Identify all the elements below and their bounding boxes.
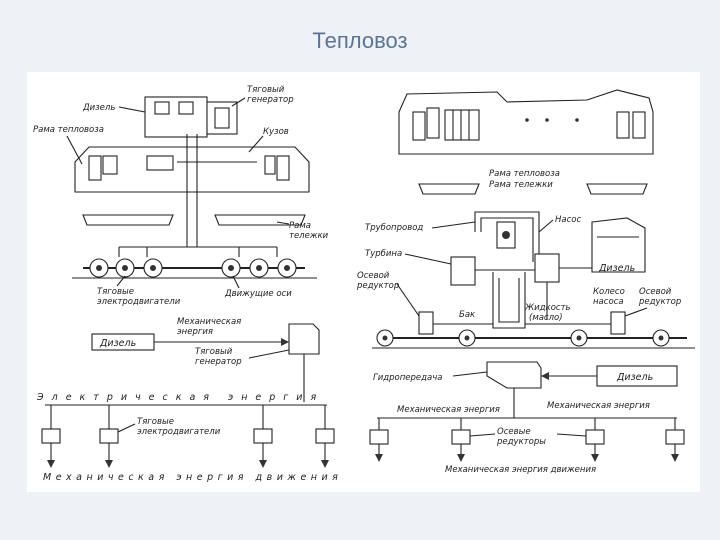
right-scheme-mech-energy-left: Механическая энергия (397, 405, 500, 415)
left-scheme-diesel: Дизель (99, 338, 136, 349)
label-wheel-1: Колесо (593, 287, 625, 297)
left-locomotive-body (74, 146, 310, 193)
left-traction-motors-wheels (72, 258, 317, 279)
label-axle-reducer-r-1: Осевой (639, 287, 672, 297)
label-bogie-frame-1: Рама (289, 221, 311, 231)
left-scheme-traction-motors-2: электродвигатели (137, 427, 221, 437)
right-hydro-system (450, 211, 646, 329)
label-pipeline: Трубопровод (365, 223, 423, 233)
left-diesel-engine (144, 96, 208, 138)
label-tank: Бак (459, 310, 476, 320)
right-scheme-axle-reducers-1: Осевые (497, 427, 531, 437)
left-bogie-frames (82, 214, 306, 226)
label-r-bogie-frame: Рама тележки (489, 180, 553, 190)
right-scheme-hydro-box (486, 361, 542, 389)
left-scheme-generator-1: Тяговый (195, 347, 233, 357)
right-scheme-diesel: Дизель (616, 372, 653, 383)
label-pump: Насос (555, 215, 581, 225)
label-fluid-1: Жидкость (524, 303, 571, 313)
label-driving-axles: Движущие оси (224, 289, 292, 299)
label-wheel-2: насоса (593, 297, 624, 307)
right-scheme-reducer-branches (369, 418, 685, 462)
label-locomotive-frame: Рама тепловоза (33, 125, 104, 135)
left-traction-generator (206, 101, 238, 135)
label-traction-motors-2: электродвигатели (97, 297, 181, 307)
label-diesel: Дизель (82, 103, 115, 113)
right-locomotive-body (398, 89, 654, 155)
label-axle-reducer-r-2: редуктор (638, 297, 681, 307)
label-bogie-frame-2: тележки (289, 231, 329, 241)
label-traction-motors-1: Тяговые (97, 287, 134, 297)
slide-title: Тепловоз (312, 28, 408, 53)
label-fluid-2: (масло) (529, 313, 563, 323)
label-traction-generator-2: генератор (247, 95, 294, 105)
right-scheme-hydro-transmission: Гидропередача (373, 373, 442, 383)
left-scheme-generator-2: генератор (195, 357, 242, 367)
right-scheme-mech-energy-right: Механическая энергия (547, 401, 650, 411)
label-body: Кузов (263, 127, 289, 137)
label-axle-reducer-1: Осевой (357, 271, 390, 281)
left-wiring (118, 134, 278, 257)
left-scheme-motion-energy: Механическая энергия движения (43, 472, 342, 483)
label-r-diesel: Дизель (598, 263, 635, 274)
right-bogie-frames (418, 183, 648, 195)
left-scheme-electric-energy: Электрическая энергия (36, 392, 324, 403)
locomotive-diagram: Дизель Тяговый генератор Рама тепловоза … (33, 85, 695, 483)
locomotive-figure: Дизель Тяговый генератор Рама тепловоза … (27, 72, 700, 492)
label-axle-reducer-2: редуктор (356, 281, 399, 291)
label-turbine: Турбина (365, 249, 402, 259)
label-r-locomotive-frame: Рама тепловоза (489, 169, 560, 179)
right-scheme-motion-energy: Механическая энергия движения (445, 465, 596, 475)
left-scheme-traction-motors-1: Тяговые (137, 417, 174, 427)
left-scheme-mech-energy-1: Механическая (177, 317, 241, 327)
left-scheme-generator-box (288, 323, 320, 355)
left-scheme-motor-branches (41, 405, 335, 468)
left-scheme-mech-energy-2: энергия (177, 327, 213, 337)
label-traction-generator-1: Тяговый (247, 85, 285, 95)
right-scheme-axle-reducers-2: редукторы (496, 437, 546, 447)
right-wheels-shafts (372, 311, 695, 349)
